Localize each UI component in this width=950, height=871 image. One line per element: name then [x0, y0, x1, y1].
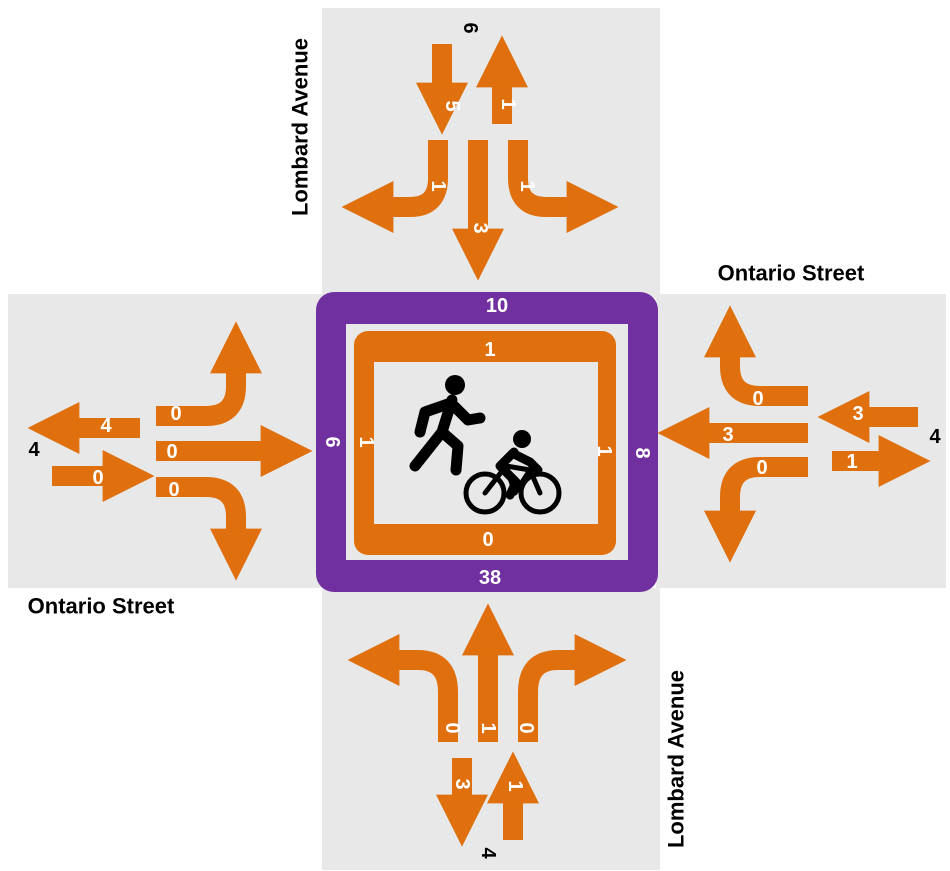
north-approach-total: 6 [459, 22, 481, 33]
street-label-west: Ontario Street [28, 594, 175, 619]
pedestrian-icon [409, 375, 486, 476]
south-left-turn-count: 0 [441, 722, 463, 733]
street-label-east: Ontario Street [718, 261, 865, 286]
intersection-box [316, 292, 658, 592]
approach-totals: 6 4 4 4 [28, 22, 941, 859]
intersection-outer-north-count: 10 [486, 295, 508, 317]
west-left-turn-count: 0 [170, 403, 181, 425]
bicycle-rider-body [495, 447, 543, 500]
intersection-inner-north-count: 1 [484, 339, 495, 361]
south-inbound-count: 1 [504, 780, 526, 791]
street-label-north: Lombard Avenue [288, 38, 313, 216]
east-outbound-count: 1 [846, 451, 857, 473]
intersection-inner-east-count: 1 [593, 445, 615, 456]
street-label-south: Lombard Avenue [664, 670, 689, 848]
pedestrian-and-bicycle-icon [409, 375, 562, 515]
east-approach-total: 4 [929, 426, 941, 448]
east-inbound-count: 3 [852, 403, 863, 425]
intersection-outer-east-count: 8 [631, 447, 653, 458]
east-left-turn-arrow [704, 457, 808, 563]
pedestrian-body [409, 394, 486, 476]
intersection-inner-south-count: 0 [482, 529, 493, 551]
road-north [322, 8, 660, 298]
intersection-outer-south-count: 38 [479, 567, 501, 589]
bicycle-icon [463, 430, 562, 515]
intersection-outer-west-count: 6 [321, 436, 343, 447]
south-through-count: 1 [477, 722, 499, 733]
movement-arrows [27, 35, 931, 847]
south-left-turn-arrow [347, 634, 458, 742]
bicycle-rear-wheel [463, 471, 507, 515]
south-right-turn-arrow [518, 634, 627, 742]
street-labels: Lombard Avenue Lombard Avenue Ontario St… [28, 38, 865, 848]
east-through-count: 3 [722, 424, 733, 446]
south-right-turn-count: 0 [515, 722, 537, 733]
intersection-inner-west-count: 1 [355, 436, 377, 447]
north-right-turn-count: 1 [427, 180, 449, 191]
west-right-turn-count: 0 [168, 479, 179, 501]
east-right-turn-count: 0 [752, 388, 763, 410]
west-through-count: 0 [166, 441, 177, 463]
intersection-icon-field [374, 362, 598, 524]
north-right-turn-arrow [341, 140, 448, 233]
bicycle-rider-head [513, 430, 531, 448]
north-inbound-count: 5 [441, 100, 463, 111]
west-left-turn-arrow [156, 321, 262, 426]
west-approach-total: 4 [28, 439, 40, 461]
south-approach-total: 4 [477, 847, 499, 859]
movement-counts: 5 1 1 3 1 0 1 0 3 1 4 0 0 0 0 0 3 0 3 1 … [92, 98, 863, 791]
east-right-turn-arrow [704, 305, 808, 406]
west-inbound-count: 0 [92, 467, 103, 489]
north-left-turn-count: 1 [516, 180, 538, 191]
north-outbound-count: 1 [497, 98, 519, 109]
south-outbound-count: 3 [451, 778, 473, 789]
north-through-count: 3 [469, 222, 491, 233]
pedestrian-head [445, 375, 465, 395]
west-outbound-count: 4 [100, 415, 112, 437]
north-left-turn-arrow [508, 140, 619, 233]
west-right-turn-arrow [156, 477, 262, 581]
east-left-turn-count: 0 [756, 457, 767, 479]
